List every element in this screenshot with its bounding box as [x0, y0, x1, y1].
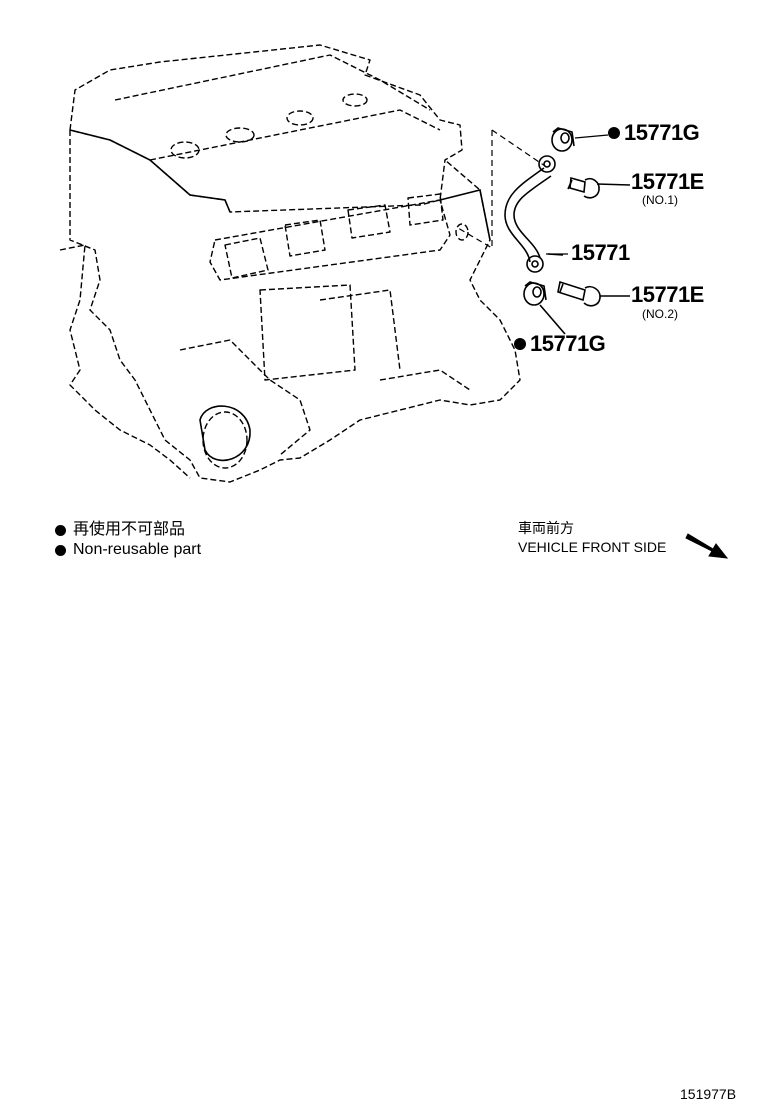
union-bolt-15771e-no1	[567, 176, 631, 199]
front-side-jp: 車両前方	[518, 520, 574, 536]
oil-tube-15771	[504, 155, 564, 273]
callout-15771e-no2: 15771E	[631, 282, 704, 307]
leader-lines	[457, 129, 549, 250]
callout-15771e-no1-sub: (NO.1)	[642, 193, 678, 207]
vehicle-front-arrow	[685, 533, 729, 559]
union-bolt-15771e-no2	[557, 280, 630, 307]
legend-en: Non-reusable part	[55, 542, 201, 558]
legend-en-text: Non-reusable part	[73, 541, 202, 558]
legend-jp-text: 再使用不可部品	[73, 521, 186, 538]
front-side-en: VEHICLE FRONT SIDE	[518, 539, 667, 555]
gasket-15771g-bottom	[523, 281, 566, 335]
non-reusable-marker-top	[608, 127, 620, 139]
callout-15771e-no2-sub: (NO.2)	[642, 307, 678, 321]
callout-leaders	[546, 134, 609, 255]
non-reusable-marker-bottom	[514, 338, 526, 350]
figure-code: 151977B	[680, 1086, 737, 1102]
engine-block-illustration	[59, 44, 521, 483]
gasket-15771g-top	[551, 127, 575, 152]
callout-15771e-no1: 15771E	[631, 169, 704, 194]
callout-15771g-top: 15771G	[624, 120, 700, 145]
callout-15771: 15771	[571, 240, 630, 265]
legend-bullet-icon	[55, 544, 66, 556]
legend-bullet-icon	[55, 524, 66, 536]
legend-jp: 再使用不可部品	[55, 522, 185, 538]
engine-block-solid-edges	[69, 129, 491, 462]
callout-15771g-bottom: 15771G	[530, 331, 606, 356]
